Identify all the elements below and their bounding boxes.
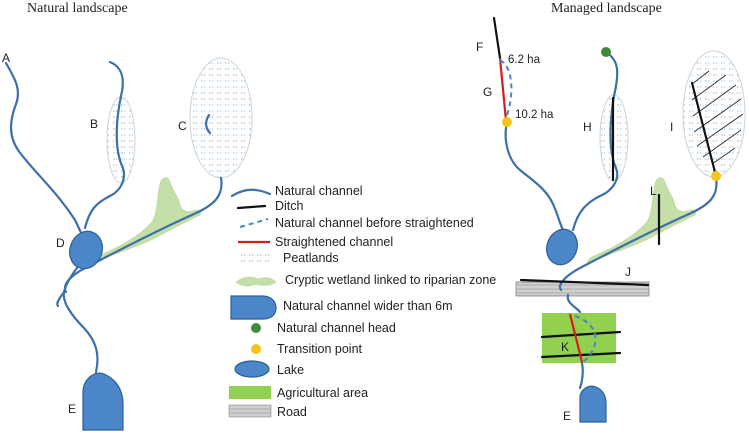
ditch-j xyxy=(519,278,650,287)
natural-channel-a xyxy=(4,61,86,240)
label-a: A xyxy=(2,51,10,65)
legend-straightened-label: Straightened channel xyxy=(275,235,393,249)
legend-wetland-icon xyxy=(235,276,277,287)
label-b: B xyxy=(90,117,98,131)
label-e-natural: E xyxy=(68,402,76,416)
legend-agricultural-icon xyxy=(229,386,271,399)
natural-landscape-panel: A B C D E xyxy=(2,51,253,431)
cryptic-wetland-natural xyxy=(91,177,202,264)
peatland-b xyxy=(106,96,136,184)
legend-lake-label: Lake xyxy=(277,363,304,377)
natural-landscape-title: Natural landscape xyxy=(27,1,128,16)
straightened-channel-g xyxy=(498,57,508,122)
legend-wetland-label: Cryptic wetland linked to riparian zone xyxy=(285,273,496,287)
legend-peatlands-icon xyxy=(240,252,272,265)
ditch-i xyxy=(690,81,718,178)
managed-channel-below-field xyxy=(578,361,584,390)
legend-old-channel-label: Natural channel before straightened xyxy=(275,216,474,230)
natural-channel-c-inner xyxy=(205,113,212,135)
legend-channel-head-icon xyxy=(251,323,261,333)
natural-channel-lower xyxy=(62,262,99,374)
cryptic-wetland-managed xyxy=(587,177,697,264)
legend-ditch-label: Ditch xyxy=(275,199,304,213)
legend-agricultural-label: Agricultural area xyxy=(277,386,368,400)
channel-head-h xyxy=(601,47,611,57)
label-l: L xyxy=(650,184,657,198)
managed-channel-main xyxy=(558,176,718,292)
transition-point-i xyxy=(711,171,721,181)
legend-road-icon xyxy=(228,404,272,418)
straightened-channel-k xyxy=(568,313,584,363)
peatland-c xyxy=(189,57,253,179)
old-channel-k xyxy=(574,315,597,363)
label-e-managed: E xyxy=(563,409,571,423)
label-h: H xyxy=(583,120,592,134)
label-d: D xyxy=(56,236,65,250)
legend-peatlands-label: Peatlands xyxy=(283,251,339,265)
legend-wide-channel-icon xyxy=(230,295,277,320)
legend-transition-icon xyxy=(251,344,261,354)
managed-channel-from-transition xyxy=(504,120,565,232)
legend-wide-channel-label: Natural channel wider than 6m xyxy=(283,299,453,313)
legend-road-label: Road xyxy=(277,405,307,419)
legend-natural-channel-icon xyxy=(230,188,272,198)
legend-natural-channel-label: Natural channel xyxy=(275,184,363,198)
legend-transition-label: Transition point xyxy=(277,342,363,356)
managed-channel-h xyxy=(571,50,619,232)
label-j: J xyxy=(625,265,631,279)
label-f: F xyxy=(476,40,483,54)
label-i: I xyxy=(670,120,673,134)
wide-channel-e-managed xyxy=(579,385,607,423)
ditch-k-upper xyxy=(540,330,622,339)
label-c: C xyxy=(178,119,187,133)
legend-old-channel-icon xyxy=(239,218,269,228)
lake-d xyxy=(69,230,103,270)
lake-managed xyxy=(546,228,578,266)
managed-landscape-title: Managed landscape xyxy=(551,1,662,16)
natural-channel-branch xyxy=(56,290,66,308)
managed-channel-lower xyxy=(566,293,582,314)
managed-landscape-panel: 6.2 ha 10.2 ha F G H I L J K E xyxy=(476,16,746,423)
label-g: G xyxy=(483,85,492,99)
legend-lake-icon xyxy=(234,360,270,378)
old-channel-g xyxy=(499,59,513,119)
transition-point-g xyxy=(502,117,512,127)
area-lower-label: 10.2 ha xyxy=(515,109,554,121)
label-k: K xyxy=(561,340,569,354)
legend-ditch-icon xyxy=(236,204,267,210)
wide-channel-e xyxy=(82,372,124,431)
natural-channel-b xyxy=(83,60,126,230)
ditch-f xyxy=(492,16,502,60)
peatland-i xyxy=(682,50,746,178)
area-upper-label: 6.2 ha xyxy=(508,54,541,66)
legend: Natural channel Ditch Natural channel be… xyxy=(228,184,496,419)
legend-channel-head-label: Natural channel head xyxy=(277,321,396,335)
